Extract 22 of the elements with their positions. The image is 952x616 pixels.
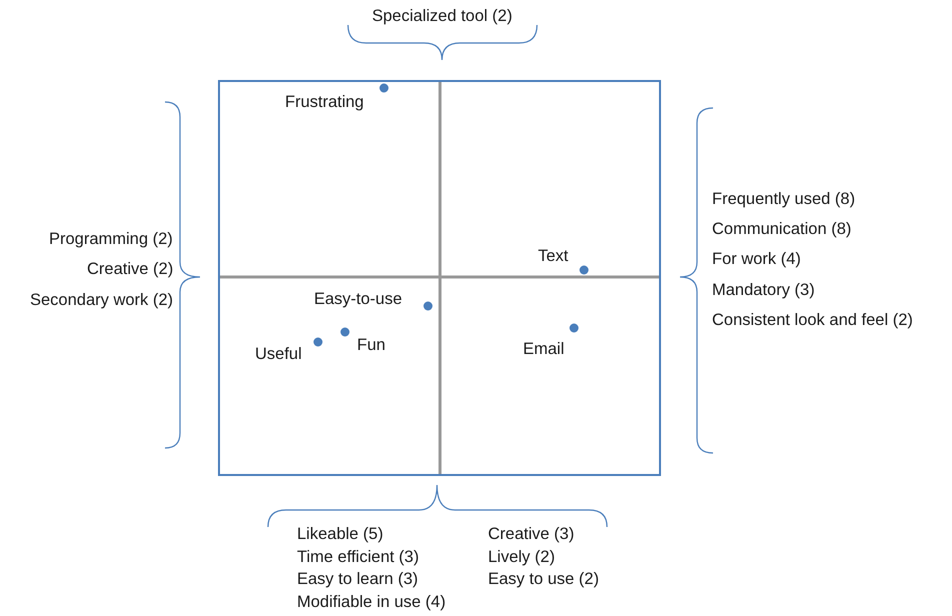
bracket-label: Specialized tool (2) (372, 7, 512, 26)
point-label: Email (523, 340, 564, 359)
bracket-label: Likeable (5) (297, 525, 384, 544)
bracket-label: Modifiable in use (4) (297, 593, 446, 612)
bracket-label: Communication (8) (712, 220, 852, 239)
bracket-label: Creative (3) (488, 525, 574, 544)
bracket-label: Easy to use (2) (488, 570, 599, 589)
point-label: Easy-to-use (314, 290, 402, 309)
bracket-label: Easy to learn (3) (297, 570, 418, 589)
bracket-label: Consistent look and feel (2) (712, 311, 913, 330)
bracket-label: Frequently used (8) (712, 190, 856, 209)
point-label: Useful (255, 345, 302, 364)
bracket-label: Creative (2) (87, 260, 174, 279)
point-label: Frustrating (285, 93, 364, 112)
point-label: Fun (357, 336, 386, 355)
bracket-label: Programming (2) (49, 230, 173, 249)
point-label: Text (538, 247, 568, 266)
bracket-label: Time efficient (3) (297, 548, 419, 567)
bracket-label: For work (4) (712, 250, 801, 269)
bracket-label: Mandatory (3) (712, 281, 815, 300)
bracket-label: Secondary work (2) (30, 291, 174, 310)
bracket-label: Lively (2) (488, 548, 555, 567)
